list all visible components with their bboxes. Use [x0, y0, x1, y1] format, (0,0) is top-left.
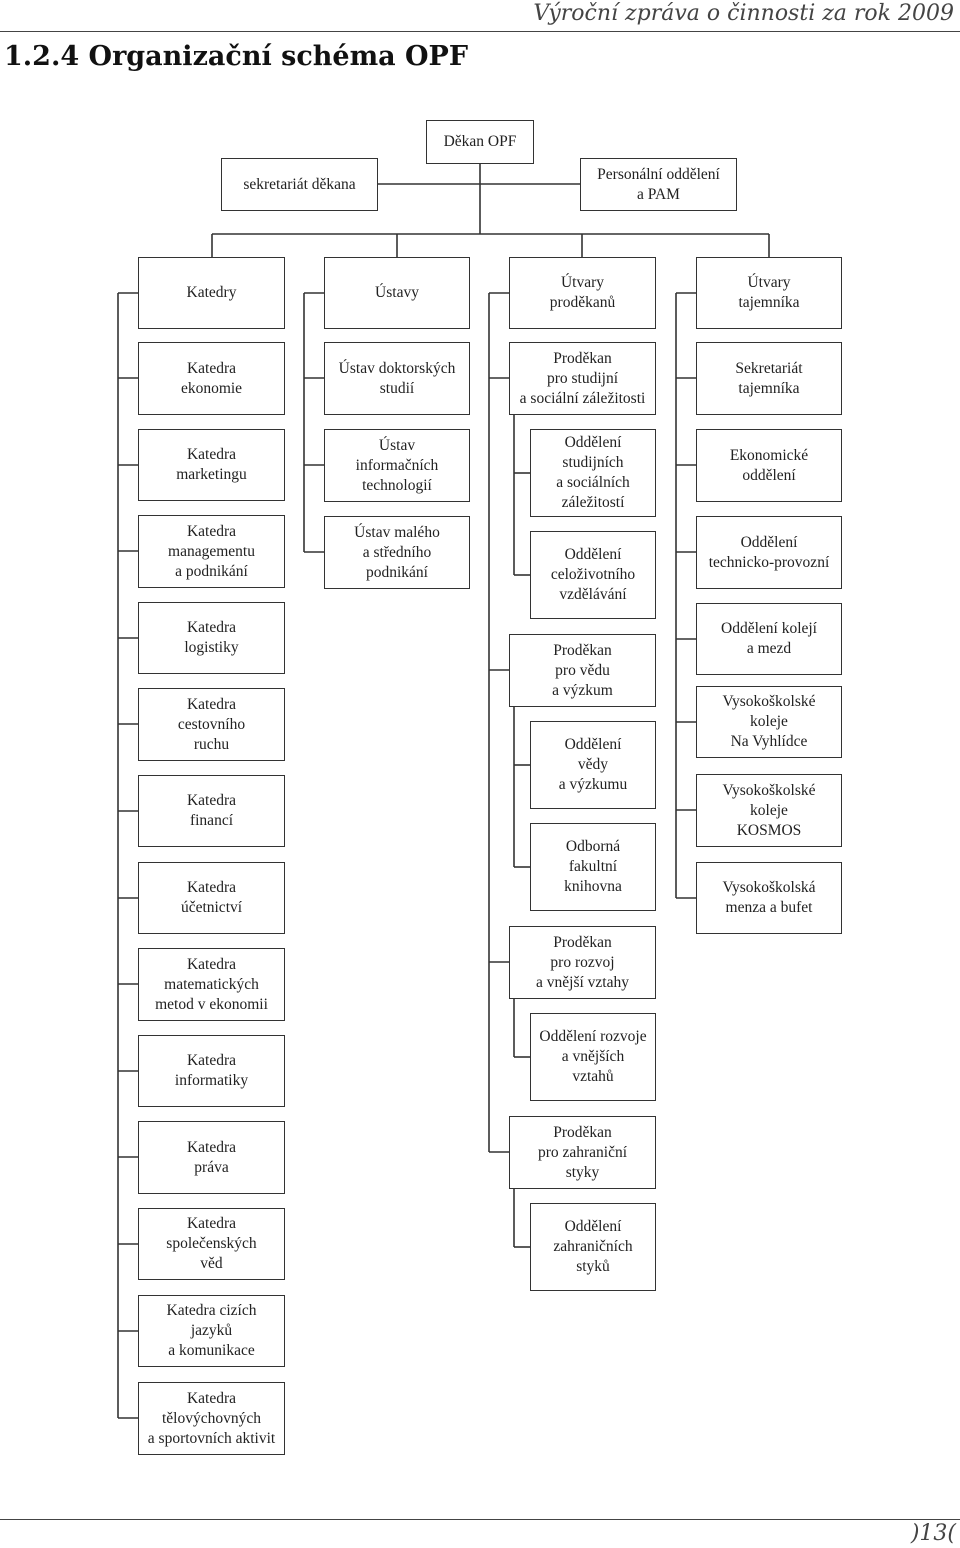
prodekan-department-box: Odborná fakultní knihovna	[530, 823, 656, 911]
katedra-box: Katedra tělovýchovných a sportovních akt…	[138, 1382, 285, 1455]
katedra-box: Katedra ekonomie	[138, 342, 285, 415]
katedra-box: Katedra společenských věd	[138, 1208, 285, 1280]
katedra-box: Katedra financí	[138, 775, 285, 847]
prodekan-department-box: Oddělení studijních a sociálních záležit…	[530, 429, 656, 517]
katedra-box: Katedra účetnictví	[138, 862, 285, 934]
ustav-box: Ústav informačních technologií	[324, 429, 470, 502]
unit-tajemnik-box: Útvary tajemníka	[696, 257, 842, 329]
prodekan-department-box: Oddělení rozvoje a vnějších vztahů	[530, 1013, 656, 1101]
prodekan-department-box: Oddělení zahraničních styků	[530, 1203, 656, 1291]
tajemnik-unit-box: Sekretariát tajemníka	[696, 342, 842, 415]
dean-secretariat-box: sekretariát děkana	[221, 158, 378, 211]
katedra-box: Katedra managementu a podnikání	[138, 515, 285, 588]
header-rule	[0, 31, 960, 32]
tajemnik-unit-box: Vysokoškolské koleje Na Vyhlídce	[696, 686, 842, 758]
katedra-box: Katedra práva	[138, 1121, 285, 1194]
katedra-box: Katedra marketingu	[138, 429, 285, 501]
prodekan-box: Proděkan pro zahraniční styky	[509, 1116, 656, 1189]
prodekan-box: Proděkan pro vědu a výzkum	[509, 634, 656, 707]
tajemnik-unit-box: Vysokoškolská menza a bufet	[696, 862, 842, 934]
ustav-box: Ústav malého a středního podnikání	[324, 516, 470, 589]
katedra-box: Katedra informatiky	[138, 1035, 285, 1107]
unit-ustavy-box: Ústavy	[324, 257, 470, 329]
unit-prodekani-box: Útvary proděkanů	[509, 257, 656, 329]
prodekan-department-box: Oddělení vědy a výzkumu	[530, 721, 656, 809]
tajemnik-unit-box: Vysokoškolské koleje KOSMOS	[696, 774, 842, 847]
tajemnik-unit-box: Ekonomické oddělení	[696, 429, 842, 502]
ustav-box: Ústav doktorských studií	[324, 342, 470, 415]
tajemnik-unit-box: Oddělení kolejí a mezd	[696, 603, 842, 675]
katedra-box: Katedra logistiky	[138, 602, 285, 674]
prodekan-department-box: Oddělení celoživotního vzdělávání	[530, 531, 656, 619]
katedra-box: Katedra cizích jazyků a komunikace	[138, 1295, 285, 1367]
katedra-box: Katedra cestovního ruchu	[138, 688, 285, 761]
unit-katedry-box: Katedry	[138, 257, 285, 329]
prodekan-box: Proděkan pro rozvoj a vnější vztahy	[509, 926, 656, 999]
dean-box: Děkan OPF	[426, 120, 534, 164]
prodekan-box: Proděkan pro studijní a sociální záležit…	[509, 342, 656, 415]
footer-rule	[0, 1519, 960, 1520]
section-heading: 1.2.4 Organizační schéma OPF	[4, 41, 469, 72]
katedra-box: Katedra matematických metod v ekonomii	[138, 948, 285, 1021]
tajemnik-unit-box: Oddělení technicko-provozní	[696, 516, 842, 589]
personnel-office-box: Personální oddělení a PAM	[580, 158, 737, 211]
page-number: )13(	[910, 1521, 956, 1546]
document-title: Výroční zpráva o činnosti za rok 2009	[533, 1, 954, 26]
